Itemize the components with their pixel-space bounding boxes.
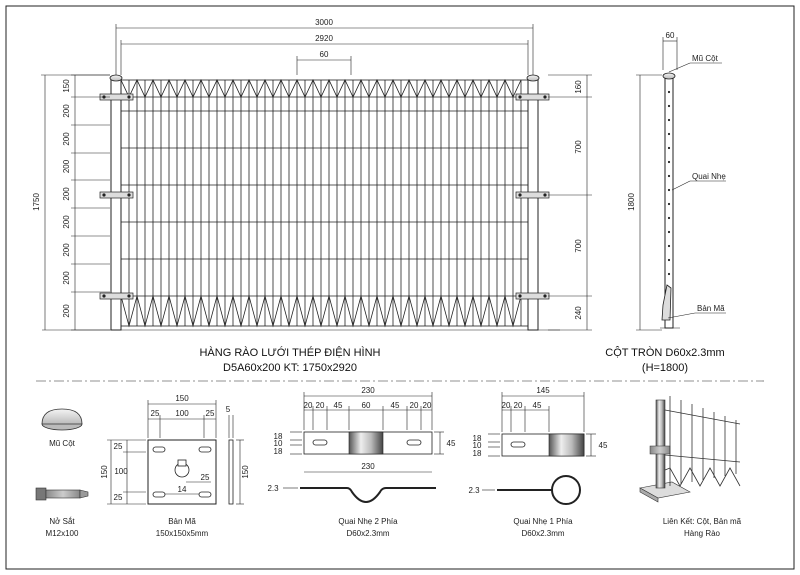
dim-row-4: 200 (62, 159, 71, 173)
dim-clip-mid2: 700 (574, 239, 583, 253)
fence-row-dims: 150 200 200 200 200 200 200 200 200 (62, 74, 110, 331)
dim-clip2-thickness: 2.3 (267, 484, 279, 493)
dim-row-1: 150 (62, 79, 71, 93)
base-plate-part (147, 439, 234, 505)
clip-one-side-part (497, 433, 585, 505)
label-clip2-line2: D60x2.3mm (346, 529, 389, 538)
dim-plate-thickness: 5 (226, 405, 231, 414)
dim-clip1-right: 45 (599, 441, 608, 450)
label-post-plate: Bản Mã (697, 304, 725, 313)
dim-clip2-5: 45 (391, 401, 400, 410)
dim-plate-top-3: 25 (206, 409, 215, 418)
dim-post-height: 1800 (627, 193, 636, 211)
dim-clip-bottom: 240 (574, 306, 583, 320)
dim-clip2-total: 230 (361, 386, 375, 395)
left-post-cap (109, 74, 123, 82)
dim-plate-left-total: 150 (100, 465, 109, 479)
label-clip1-line1: Quai Nhẹ 1 Phía (513, 517, 573, 526)
dim-clip2-7: 20 (423, 401, 432, 410)
dim-row-8: 200 (62, 271, 71, 285)
right-post (527, 77, 539, 331)
plate-dims (107, 400, 244, 505)
dim-clip1-1: 20 (502, 401, 511, 410)
dim-clip2-left-3: 18 (274, 447, 283, 456)
dim-panel-width: 2920 (315, 34, 333, 43)
dim-post-width: 60 (666, 31, 675, 40)
connection-sketch (639, 396, 741, 503)
dim-clip-mid1: 700 (574, 140, 583, 154)
dim-plate-left-3: 25 (114, 493, 123, 502)
dim-plate-right-total: 150 (241, 465, 250, 479)
post-side-view (660, 72, 680, 329)
dim-clip1-left-3: 18 (473, 449, 482, 458)
dim-clip2-left-2: 10 (274, 439, 283, 448)
clip2-dims (283, 392, 444, 489)
dim-clip1-total: 145 (536, 386, 550, 395)
dim-clip2-left-1: 18 (274, 432, 283, 441)
sheet-border (5, 5, 795, 570)
dim-plate-left-1: 25 (114, 442, 123, 451)
dim-clip1-left-1: 18 (473, 434, 482, 443)
post-caption-line1: CỘT TRÒN D60x2.3mm (605, 346, 724, 359)
post-caption-line2: (H=1800) (642, 362, 688, 374)
cap-part (41, 408, 83, 431)
label-clip2-line1: Quai Nhẹ 2 Phía (338, 517, 398, 526)
clip-two-side-part (300, 431, 436, 503)
dim-plate-top-2: 100 (175, 409, 189, 418)
label-clip1-line2: D60x2.3mm (521, 529, 564, 538)
label-post-cap: Mũ Cột (692, 54, 719, 63)
mesh-panel (120, 79, 529, 328)
label-connection-line1: Liên Kết: Cột, Bản mã (663, 517, 742, 526)
left-post (110, 77, 122, 331)
dim-plate-hole: 25 (201, 473, 210, 482)
dim-plate-left-2: 100 (114, 467, 128, 476)
dim-plate-width: 150 (175, 394, 189, 403)
clip1-dims (482, 392, 596, 491)
label-cap: Mũ Cột (49, 439, 76, 448)
label-bolt-line2: M12x100 (46, 529, 79, 538)
dim-row-3: 200 (62, 132, 71, 146)
dim-row-7: 200 (62, 243, 71, 257)
dim-clip2-3: 45 (334, 401, 343, 410)
fence-caption-line2: D5A60x200 KT: 1750x2920 (223, 362, 357, 374)
label-post-clip: Quai Nhẹ (692, 172, 726, 181)
dim-row-5: 200 (62, 187, 71, 201)
dim-clip2-right: 45 (447, 439, 456, 448)
bolt-part (35, 487, 89, 501)
label-plate-line1: Bản Mã (168, 517, 196, 526)
dim-clip2-4: 60 (362, 401, 371, 410)
dim-clip2-bottom: 230 (361, 462, 375, 471)
dim-clip2-1: 20 (304, 401, 313, 410)
fence-right-dims (548, 74, 592, 331)
post-dims (636, 37, 726, 331)
right-post-cap (526, 74, 540, 82)
dim-row-2: 200 (62, 104, 71, 118)
fence-clips (99, 93, 550, 300)
dim-plate-top-1: 25 (151, 409, 160, 418)
dim-clip2-2: 20 (316, 401, 325, 410)
dim-overall-height: 1750 (32, 193, 41, 211)
dim-clip1-3: 45 (533, 401, 542, 410)
fence-elevation (42, 74, 560, 331)
label-bolt-line1: Nở Sắt (49, 517, 75, 526)
dim-clip1-left-2: 10 (473, 441, 482, 450)
dim-clip2-6: 20 (410, 401, 419, 410)
label-connection-line2: Hàng Rào (684, 529, 721, 538)
dim-plate-slot: 14 (178, 485, 187, 494)
dim-clip1-thickness: 2.3 (468, 486, 480, 495)
dim-mesh-spacing: 60 (320, 50, 329, 59)
dim-overall-width: 3000 (315, 18, 333, 27)
dim-clip-top: 160 (574, 80, 583, 94)
dim-clip1-2: 20 (514, 401, 523, 410)
label-plate-line2: 150x150x5mm (156, 529, 209, 538)
dim-row-6: 200 (62, 215, 71, 229)
dim-row-9: 200 (62, 304, 71, 318)
fence-top-dims (115, 24, 534, 75)
fence-caption-line1: HÀNG RÀO LƯỚI THÉP ĐIỆN HÌNH (199, 346, 380, 359)
